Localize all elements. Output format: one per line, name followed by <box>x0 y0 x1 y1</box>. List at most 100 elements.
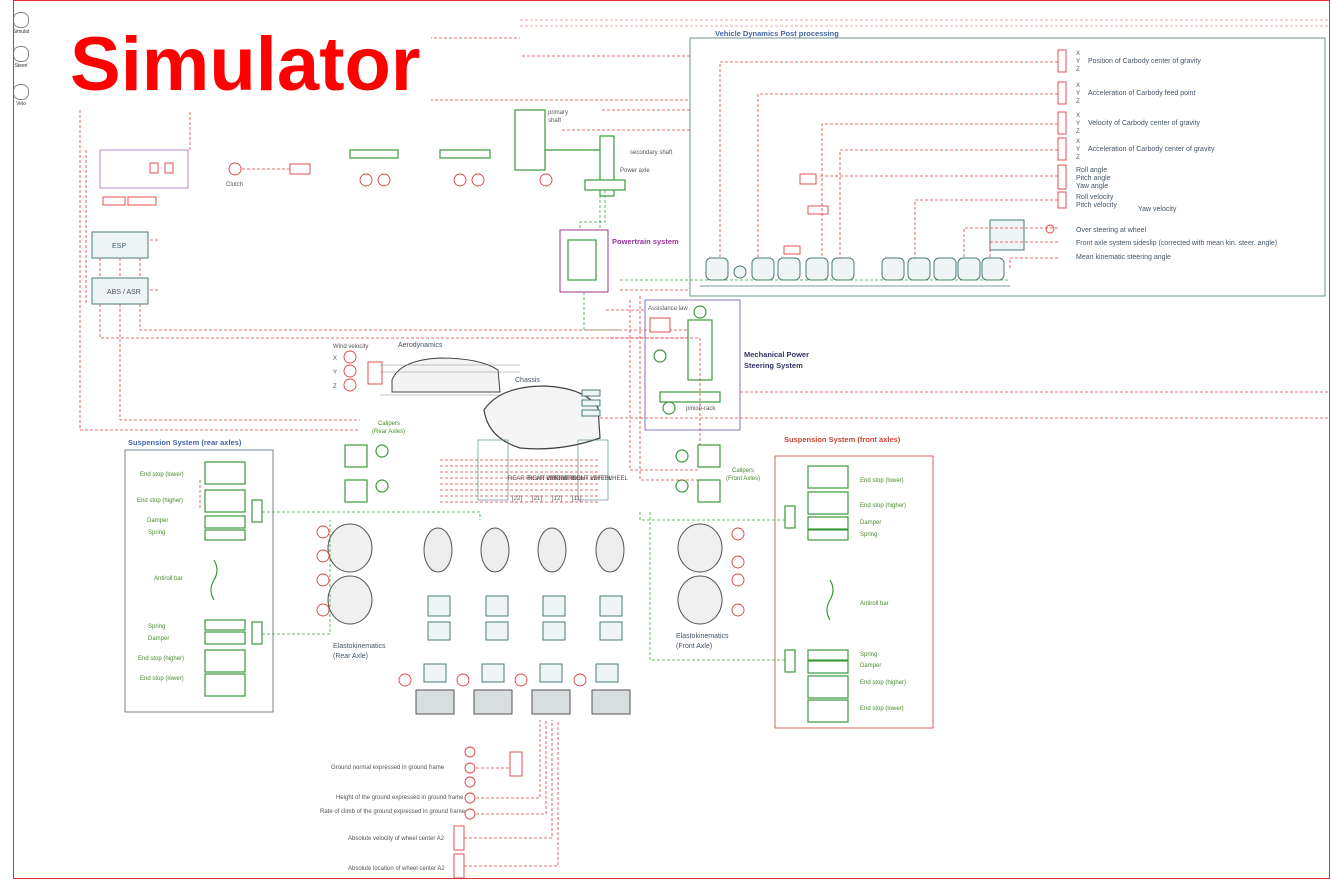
svg-text:Y: Y <box>1076 59 1080 65</box>
svg-text:Y: Y <box>1076 91 1080 97</box>
svg-text:Front axle system sideslip (co: Front axle system sideslip (corrected wi… <box>1076 240 1277 247</box>
svg-text:End stop (higher): End stop (higher) <box>138 656 184 662</box>
svg-text:FRONT LEFT WHEEL: FRONT LEFT WHEEL <box>568 476 628 482</box>
post-angles: Roll angle Pitch angle Yaw angle Roll ve… <box>1058 165 1177 213</box>
svg-text:Z: Z <box>333 384 337 390</box>
suspension-front-section: Suspension System (front axles) End stop… <box>775 435 933 728</box>
powertrain-title: Powertrain system <box>612 237 679 246</box>
svg-text:Y: Y <box>1076 121 1080 127</box>
svg-text:Roll angle: Roll angle <box>1076 167 1107 174</box>
chassis-section: Chassis REAR RIGHT WHEEL REAR LEFT WHEEL… <box>478 377 628 502</box>
aero-label: Aerodynamics <box>398 342 443 349</box>
post-output-group-4: X Y Z Acceleration of Carbody center of … <box>1058 138 1215 161</box>
svg-text:End stop (lower): End stop (lower) <box>140 472 184 478</box>
chassis-label: Chassis <box>515 377 540 384</box>
svg-text:[22]: [22] <box>512 496 522 502</box>
wheel-columns <box>399 528 630 714</box>
svg-text:(Rear Axle): (Rear Axle) <box>333 653 368 660</box>
svg-text:Pitch velocity: Pitch velocity <box>1076 202 1117 209</box>
svg-text:End stop (lower): End stop (lower) <box>860 706 904 712</box>
svg-text:[11]: [11] <box>572 496 582 502</box>
svg-text:(Rear Axles): (Rear Axles) <box>372 429 405 435</box>
post-output-label: Acceleration of Carbody feed point <box>1088 90 1195 97</box>
svg-text:Elastokinematics: Elastokinematics <box>333 643 386 650</box>
post-output-label: Acceleration of Carbody center of gravit… <box>1088 146 1215 153</box>
post-output-group-3: X Y Z Velocity of Carbody center of grav… <box>1058 112 1201 135</box>
post-output-group-2: X Y Z Acceleration of Carbody feed point <box>1058 82 1195 105</box>
svg-text:Ground normal expressed in gro: Ground normal expressed in ground frame <box>331 765 445 771</box>
suspension-rear-section: Suspension System (rear axles) End stop … <box>125 438 273 712</box>
svg-text:Power axle: Power axle <box>620 168 650 174</box>
svg-text:Calipers: Calipers <box>732 468 754 474</box>
svg-text:X: X <box>1076 83 1080 89</box>
svg-text:Z: Z <box>1076 155 1080 161</box>
svg-text:Yaw angle: Yaw angle <box>1076 183 1108 190</box>
svg-text:Mechanical Power: Mechanical Power <box>744 350 809 359</box>
clutch-label: Clutch <box>226 182 243 188</box>
svg-text:Mean kinematic steering angle: Mean kinematic steering angle <box>1076 254 1171 261</box>
svg-text:Steering System: Steering System <box>744 361 803 370</box>
esp-label: ESP <box>112 243 126 250</box>
pinion-label: pinion-rack <box>686 406 716 412</box>
assist-label: Assistance law <box>648 306 688 312</box>
svg-text:secondary shaft: secondary shaft <box>630 150 673 156</box>
svg-text:shaft: shaft <box>548 118 561 124</box>
svg-text:Antiroll bar: Antiroll bar <box>860 601 889 607</box>
svg-text:End stop (higher): End stop (higher) <box>860 503 906 509</box>
rear-items: End stop (lower) End stop (higher) Dampe… <box>137 472 184 682</box>
post-output-label: Position of Carbody center of gravity <box>1088 58 1201 65</box>
svg-text:Z: Z <box>1076 129 1080 135</box>
svg-text:Rate of climb of the ground ex: Rate of climb of the ground expressed in… <box>320 809 466 815</box>
svg-text:X: X <box>333 356 337 362</box>
post-sensor-row <box>700 174 1010 286</box>
svg-text:End stop (lower): End stop (lower) <box>860 478 904 484</box>
overlay-title: Simulator <box>60 20 431 110</box>
svg-text:Suspension System (front axles: Suspension System (front axles) <box>784 435 901 444</box>
svg-text:Spring: Spring <box>860 532 877 538</box>
svg-text:Spring: Spring <box>148 530 165 536</box>
svg-text:X: X <box>1076 113 1080 119</box>
post-steer-outputs: Over steering at wheel Front axle system… <box>990 220 1277 261</box>
svg-text:Calipers: Calipers <box>378 421 400 427</box>
svg-text:Damper: Damper <box>147 518 168 524</box>
steering-section: Assistance law Mechanical Power Steering… <box>645 300 809 430</box>
svg-text:End stop (lower): End stop (lower) <box>140 676 184 682</box>
elastokinematics-rear: Elastokinematics (Rear Axle) <box>317 524 386 660</box>
svg-text:Absolute velocity of wheel cen: Absolute velocity of wheel center A2 <box>348 836 445 842</box>
svg-text:Damper: Damper <box>148 636 169 642</box>
gearbox-group: primary shaft secondary shaft Power axle <box>350 110 673 196</box>
aerodynamics-section: Wind velocity X Y Z Aerodynamics <box>333 342 520 395</box>
elastokinematics-front: Elastokinematics (Front Axle) <box>676 524 744 650</box>
svg-text:Roll velocity: Roll velocity <box>1076 194 1114 201</box>
svg-text:End stop (higher): End stop (higher) <box>860 680 906 686</box>
svg-text:Y: Y <box>333 370 337 376</box>
svg-text:Height of the ground expressed: Height of the ground expressed in ground… <box>336 795 464 801</box>
svg-text:End stop (higher): End stop (higher) <box>137 498 183 504</box>
svg-text:(Front Axles): (Front Axles) <box>726 476 760 482</box>
post-processing-title: Vehicle Dynamics Post processing <box>715 29 839 38</box>
svg-text:Damper: Damper <box>860 520 881 526</box>
svg-text:primary: primary <box>548 110 568 116</box>
wind-label: Wind velocity <box>333 344 368 350</box>
svg-text:(Front Axle): (Front Axle) <box>676 643 712 650</box>
svg-text:[21]: [21] <box>532 496 542 502</box>
ground-inputs: Ground normal expressed in ground frame … <box>320 720 558 878</box>
post-output-label: Velocity of Carbody center of gravity <box>1088 120 1201 127</box>
svg-text:Elastokinematics: Elastokinematics <box>676 633 729 640</box>
svg-text:[12]: [12] <box>552 496 562 502</box>
svg-text:Z: Z <box>1076 67 1080 73</box>
svg-text:Pitch angle: Pitch angle <box>1076 175 1111 182</box>
svg-text:Suspension System (rear axles): Suspension System (rear axles) <box>128 438 242 447</box>
svg-text:Absolute location of wheel cen: Absolute location of wheel center A2 <box>348 866 445 872</box>
svg-text:Over steering at wheel: Over steering at wheel <box>1076 227 1146 234</box>
post-processing-section: Vehicle Dynamics Post processing X Y Z P… <box>520 29 1325 296</box>
calipers-front: Calipers (Front Axles) <box>676 445 760 502</box>
svg-text:Spring: Spring <box>148 624 165 630</box>
clutch-group: Clutch <box>226 163 310 188</box>
svg-text:Antiroll bar: Antiroll bar <box>154 576 183 582</box>
calipers-rear: Calipers (Rear Axles) <box>345 421 405 502</box>
yaw-velocity-label: Yaw velocity <box>1138 206 1177 213</box>
post-output-group-1: X Y Z Position of Carbody center of grav… <box>1058 50 1201 73</box>
svg-text:Spring: Spring <box>860 652 877 658</box>
